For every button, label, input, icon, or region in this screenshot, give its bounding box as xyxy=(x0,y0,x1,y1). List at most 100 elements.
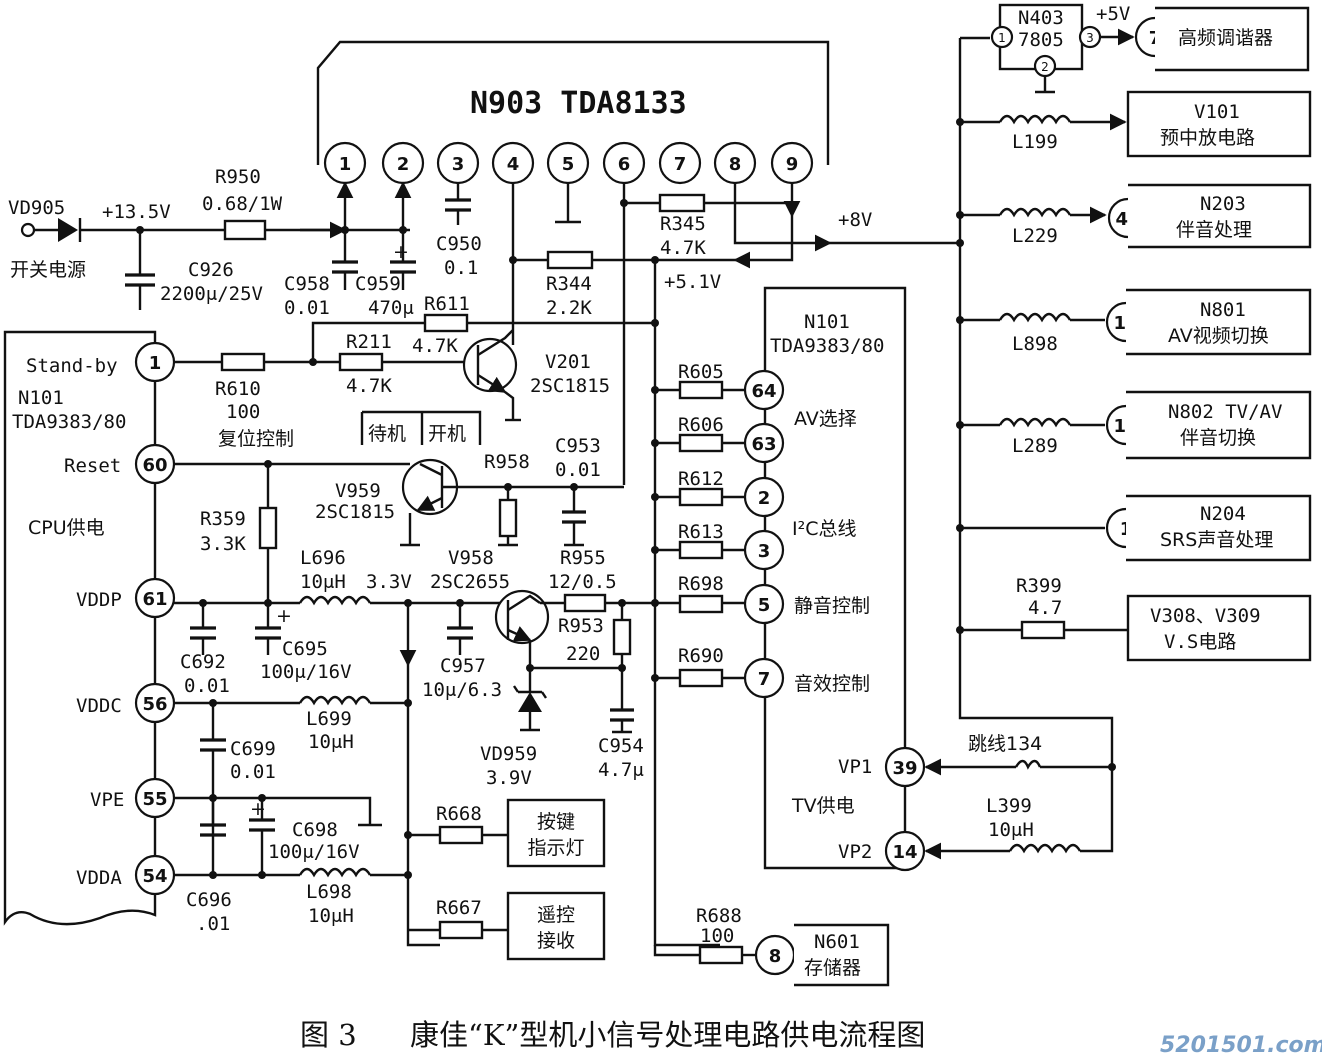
svg-text:L698: L698 xyxy=(306,881,352,903)
reset-ctrl-label: 复位控制 xyxy=(218,428,294,450)
pin-reset: Reset 60 xyxy=(64,443,176,485)
svg-text:V.S电路: V.S电路 xyxy=(1164,631,1236,653)
svg-text:R698: R698 xyxy=(678,573,724,595)
svg-text:0.01: 0.01 xyxy=(555,459,601,481)
svg-text:4.7: 4.7 xyxy=(1028,597,1062,619)
svg-text:R955: R955 xyxy=(560,547,606,569)
svg-text:Stand-by: Stand-by xyxy=(26,355,118,377)
svg-text:N801: N801 xyxy=(1200,299,1246,321)
cpu-power-label: CPU供电 xyxy=(28,517,105,539)
svg-text:R613: R613 xyxy=(678,521,724,543)
n903-chip: N903 TDA8133 xyxy=(316,40,830,165)
svg-text:7: 7 xyxy=(758,669,771,690)
svg-text:VDDA: VDDA xyxy=(76,867,122,889)
load-n801: 16 N801 AV视频切换 xyxy=(1105,288,1312,356)
load-tuner: 7 高频调谐器 xyxy=(1134,6,1310,72)
cpu-supply: + L696 10μH 3.3V V958 2SC2655 R955 12 xyxy=(174,547,745,961)
standby-control: R211 4.7K R611 4.7K R610 100 复位控制 V201 2… xyxy=(174,293,659,450)
svg-text:AV视频切换: AV视频切换 xyxy=(1168,325,1269,347)
n903-pin-4: 4 xyxy=(491,141,535,185)
svg-text:5: 5 xyxy=(562,154,575,175)
svg-text:8: 8 xyxy=(769,946,782,967)
svg-text:10μH: 10μH xyxy=(300,571,346,593)
svg-text:12/0.5: 12/0.5 xyxy=(548,571,617,593)
svg-text:0.01: 0.01 xyxy=(284,297,330,319)
svg-text:1: 1 xyxy=(339,154,352,175)
load-n802: 16 N802 TV/AV 伴音切换 xyxy=(1105,390,1312,460)
n903-pin-7: 7 xyxy=(658,141,702,185)
caption-title: 康佳“K”型机小信号处理电路供电流程图 xyxy=(410,1018,925,1052)
svg-text:L898: L898 xyxy=(1012,333,1058,355)
svg-text:7: 7 xyxy=(674,154,687,175)
load-n204: 1 N204 SRS声音处理 xyxy=(1105,494,1312,562)
pin-2: 2 xyxy=(743,476,785,518)
svg-text:R605: R605 xyxy=(678,361,724,383)
pin-bus-resistors: R605 R606 R612 R613 R698 R690 xyxy=(651,361,745,688)
n101-left-name: N101 xyxy=(18,387,64,409)
n101-right-block: N101 TDA9383/80 TV供电 xyxy=(763,286,907,870)
tv-power-label: TV供电 xyxy=(791,795,855,817)
load-v101: V101 预中放电路 xyxy=(1126,90,1312,158)
svg-text:470μ: 470μ xyxy=(368,297,414,319)
svg-text:N203: N203 xyxy=(1200,193,1246,215)
switch-power-label: 开关电源 xyxy=(10,259,86,281)
svg-text:4.7K: 4.7K xyxy=(412,335,458,357)
n903-pin-8: 8 xyxy=(713,141,757,185)
svg-text:R612: R612 xyxy=(678,468,724,490)
svg-text:3.3V: 3.3V xyxy=(366,571,412,593)
svg-text:220: 220 xyxy=(566,643,600,665)
svg-text:C958: C958 xyxy=(284,273,330,295)
n101-right-name: N101 xyxy=(804,311,850,333)
svg-text:VDDP: VDDP xyxy=(76,589,122,611)
svg-text:VPE: VPE xyxy=(90,789,124,811)
svg-text:R345: R345 xyxy=(660,213,706,235)
svg-text:R211: R211 xyxy=(346,331,392,353)
svg-text:63: 63 xyxy=(751,434,776,455)
svg-text:R610: R610 xyxy=(215,378,261,400)
standby-label: 待机 xyxy=(368,423,406,445)
svg-text:64: 64 xyxy=(751,381,776,402)
svg-text:2: 2 xyxy=(397,154,410,175)
svg-text:Reset: Reset xyxy=(64,455,121,477)
svg-text:+5V: +5V xyxy=(1096,3,1130,25)
pin-vpe: VPE 55 xyxy=(90,777,176,819)
svg-text:音效控制: 音效控制 xyxy=(794,673,870,695)
svg-text:R606: R606 xyxy=(678,414,724,436)
svg-text:R950: R950 xyxy=(215,166,261,188)
svg-text:+: + xyxy=(276,605,292,627)
svg-text:按键: 按键 xyxy=(537,811,575,833)
pin-vddp: VDDP 61 xyxy=(76,577,176,619)
svg-text:C699: C699 xyxy=(230,738,276,760)
svg-text:R958: R958 xyxy=(484,451,530,473)
n101-left-pins: Stand-by 1 Reset 60 VDDP 61 VDDC 56 VPE … xyxy=(26,341,176,896)
svg-text:3: 3 xyxy=(758,541,771,562)
n903-pins: 1 2 3 4 5 6 7 8 9 xyxy=(323,141,814,185)
svg-text:N802 TV/AV: N802 TV/AV xyxy=(1168,401,1282,423)
svg-text:L229: L229 xyxy=(1012,225,1058,247)
svg-text:14: 14 xyxy=(892,842,917,863)
svg-text:5: 5 xyxy=(758,595,771,616)
svg-text:2SC1815: 2SC1815 xyxy=(530,375,610,397)
svg-text:100μ/16V: 100μ/16V xyxy=(260,661,352,683)
svg-text:跳线134: 跳线134 xyxy=(968,733,1042,755)
svg-text:8: 8 xyxy=(729,154,742,175)
svg-text:R953: R953 xyxy=(558,615,604,637)
svg-text:V308、V309: V308、V309 xyxy=(1150,605,1261,627)
svg-text:4.7K: 4.7K xyxy=(660,237,706,259)
svg-text:存储器: 存储器 xyxy=(804,957,861,979)
pin-standby: Stand-by 1 xyxy=(26,341,176,383)
n903-pin-5: 5 xyxy=(546,141,590,185)
n903-pin-1: 1 xyxy=(323,141,367,185)
svg-text:V958: V958 xyxy=(448,547,494,569)
svg-text:2: 2 xyxy=(1041,60,1049,74)
svg-text:C957: C957 xyxy=(440,655,486,677)
svg-text:2SC1815: 2SC1815 xyxy=(315,501,395,523)
n903-title: N903 TDA8133 xyxy=(470,86,687,121)
svg-text:0.68/1W: 0.68/1W xyxy=(202,193,283,215)
svg-text:N601: N601 xyxy=(814,931,860,953)
svg-text:C953: C953 xyxy=(555,435,601,457)
svg-text:遥控: 遥控 xyxy=(537,904,575,926)
v135-label: +13.5V xyxy=(102,201,171,223)
